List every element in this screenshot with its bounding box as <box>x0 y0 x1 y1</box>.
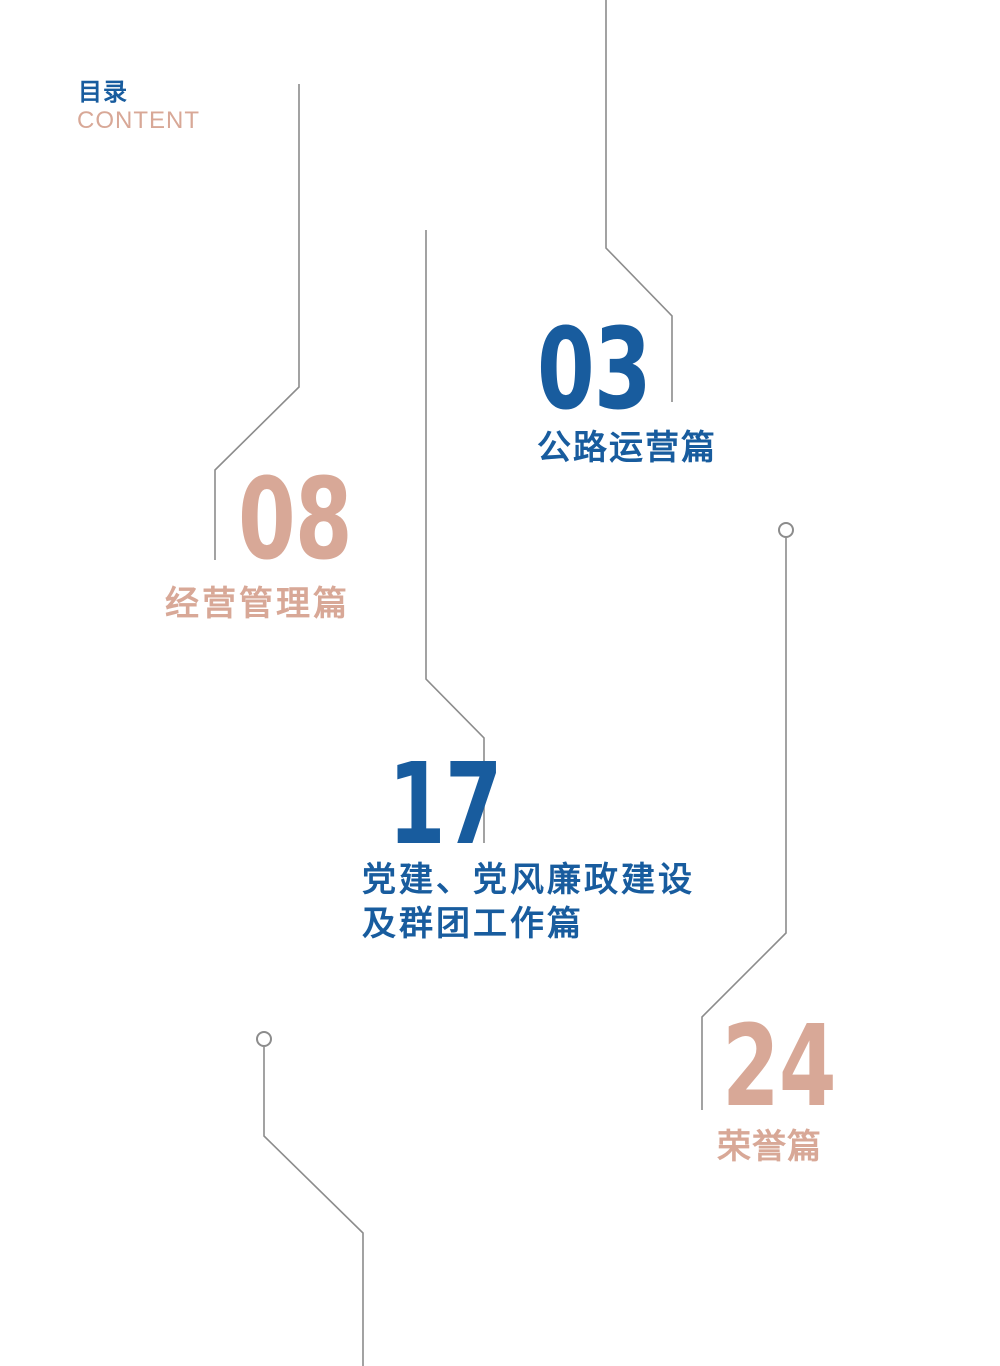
toc-item-number: 03 <box>537 305 652 435</box>
toc-item-label-line-2: 及群团工作篇 <box>362 905 584 943</box>
toc-item-label: 公路运营篇 <box>537 429 717 467</box>
toc-item-number: 08 <box>238 455 353 585</box>
connector-line-section-03 <box>605 0 673 402</box>
connector-line-section-17 <box>425 230 485 843</box>
toc-item-number: 17 <box>388 740 503 870</box>
toc-item-number: 24 <box>722 1002 837 1132</box>
connector-line-section-08 <box>214 84 300 560</box>
toc-item-label: 荣誉篇 <box>717 1128 822 1166</box>
connector-line-section-24 <box>701 538 787 1110</box>
page-title: 目录 <box>78 79 128 106</box>
toc-item-label: 党建、党风廉政建设 及群团工作篇 <box>362 858 695 946</box>
toc-item-label: 经营管理篇 <box>165 585 350 623</box>
toc-item-label-line-1: 党建、党风廉政建设 <box>362 861 695 899</box>
connector-endpoint-circle-bottom <box>256 1031 272 1047</box>
connector-endpoint-circle-top <box>778 522 794 538</box>
page-subtitle: CONTENT <box>77 107 200 134</box>
connector-line-bottom <box>263 1047 364 1366</box>
